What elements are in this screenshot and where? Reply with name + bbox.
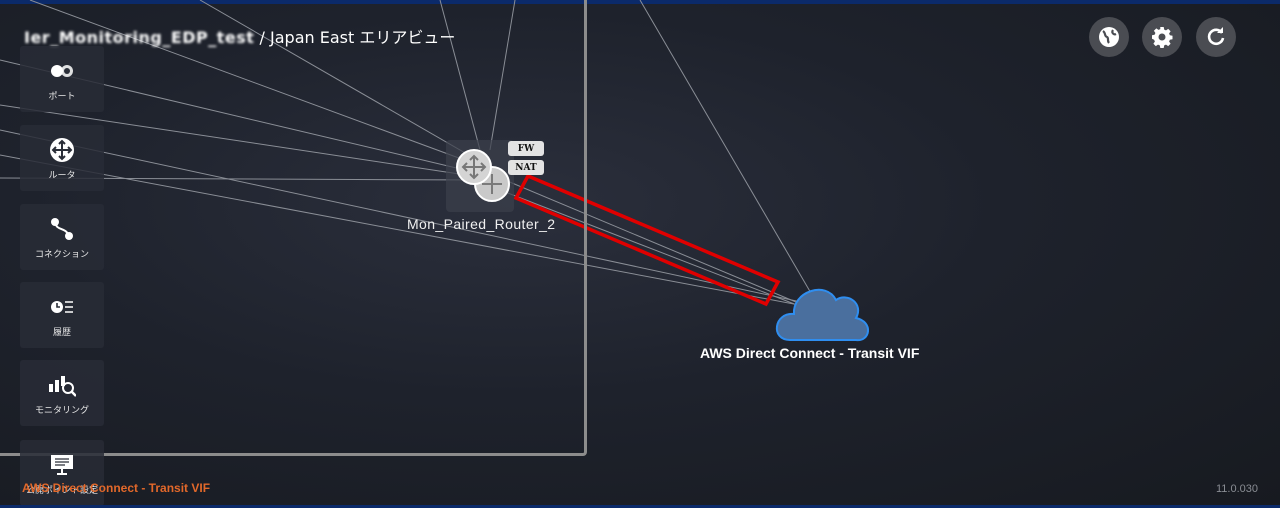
- top-accent-bar: [0, 0, 1280, 4]
- area-frame: [0, 0, 587, 456]
- edge-line: [439, 0, 481, 151]
- toolbar-item-label: ルータ: [48, 170, 76, 181]
- edge-line: [0, 154, 816, 309]
- toolbar-item-port[interactable]: ポート: [20, 46, 104, 112]
- selected-node-link[interactable]: AWS Direct Connect - Transit VIF: [22, 481, 211, 495]
- monitoring-icon: [48, 371, 76, 399]
- nat-badge: NAT: [508, 160, 544, 175]
- toolbar-item-label: 履歴: [52, 327, 71, 338]
- highlight-rectangle: [513, 173, 781, 307]
- edge-line: [0, 104, 487, 179]
- router-node[interactable]: [446, 140, 514, 212]
- version-label: 11.0.030: [1216, 483, 1259, 495]
- toolbar-item-label: モニタリング: [34, 405, 89, 416]
- edge-line: [29, 0, 487, 169]
- area-name-redacted: Ier_Monitoring_EDP_test: [24, 28, 255, 47]
- history-icon: [48, 293, 76, 321]
- cloud-icon[interactable]: [775, 288, 869, 342]
- cloud-label: AWS Direct Connect - Transit VIF: [700, 345, 920, 361]
- bottom-accent-bar: [0, 505, 1280, 508]
- fw-badge: FW: [508, 141, 544, 156]
- globe-icon: [1099, 27, 1119, 47]
- toolbar-item-router[interactable]: ルータ: [20, 125, 104, 191]
- router-label: Mon_Paired_Router_2: [407, 216, 556, 232]
- settings-button[interactable]: [1142, 17, 1182, 57]
- area-title-suffix: / Japan East エリアビュー: [259, 28, 456, 47]
- edge-line: [499, 177, 816, 311]
- refresh-button[interactable]: [1196, 17, 1236, 57]
- toolbar-item-label: コネクション: [34, 249, 89, 260]
- router-icon: [48, 136, 76, 164]
- toolbar-item-history[interactable]: 履歴: [20, 282, 104, 348]
- toolbar-item-label: 公開ポイント設定: [25, 485, 98, 496]
- connection-icon: [48, 215, 76, 243]
- toolbar-item-monitoring[interactable]: モニタリング: [20, 360, 104, 426]
- router-icon: [456, 149, 510, 202]
- globe-button[interactable]: [1089, 17, 1129, 57]
- area-title: Ier_Monitoring_EDP_test / Japan East エリア…: [24, 24, 455, 48]
- edge-line: [199, 0, 487, 166]
- toolbar-item-label: ポート: [48, 91, 76, 102]
- edge-line: [499, 189, 816, 313]
- gear-icon: [1152, 27, 1173, 48]
- port-icon: [48, 57, 76, 85]
- edge-line: [0, 129, 816, 306]
- edge-line: [639, 0, 816, 301]
- toolbar-item-connection[interactable]: コネクション: [20, 204, 104, 270]
- toolbar-item-public-point[interactable]: 公開ポイント設定: [20, 440, 104, 506]
- refresh-icon: [1207, 27, 1225, 46]
- edge-line: [489, 0, 516, 151]
- public-point-icon: [48, 451, 76, 479]
